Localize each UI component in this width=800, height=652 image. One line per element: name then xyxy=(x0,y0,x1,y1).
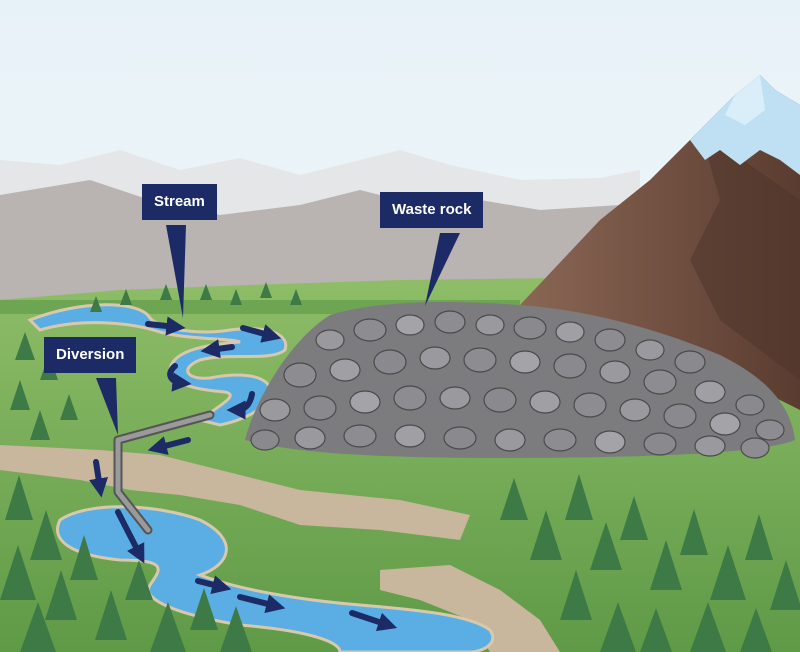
flow-arrows xyxy=(89,316,398,632)
diversion-callout-pointer xyxy=(96,378,118,435)
forest xyxy=(0,282,800,652)
waste-rock-texture xyxy=(250,310,785,459)
stream-callout-pointer xyxy=(166,225,186,318)
waste-rock-label: Waste rock xyxy=(380,192,484,228)
mountain-snow-highlight xyxy=(725,75,765,125)
diversion-pipe-highlight xyxy=(115,412,213,533)
diversion-trench-right xyxy=(380,565,560,652)
mountain-shadow xyxy=(690,130,800,380)
diversion-label: Diversion xyxy=(44,337,137,373)
waste-rock-callout-pointer xyxy=(425,233,460,306)
stream-label: Stream xyxy=(142,184,217,220)
